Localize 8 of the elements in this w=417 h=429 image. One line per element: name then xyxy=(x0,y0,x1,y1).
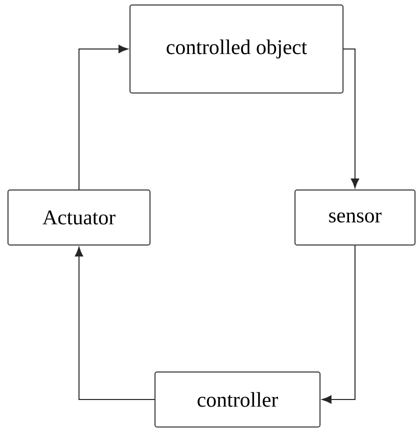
process-box: Actuator xyxy=(8,190,150,246)
arrow xyxy=(343,48,360,188)
arrow xyxy=(322,245,356,404)
arrow xyxy=(78,44,128,190)
process-box: sensor xyxy=(294,190,416,246)
process-box: controlled object xyxy=(130,4,344,94)
process-box: controller xyxy=(154,372,320,428)
arrow xyxy=(74,246,155,400)
